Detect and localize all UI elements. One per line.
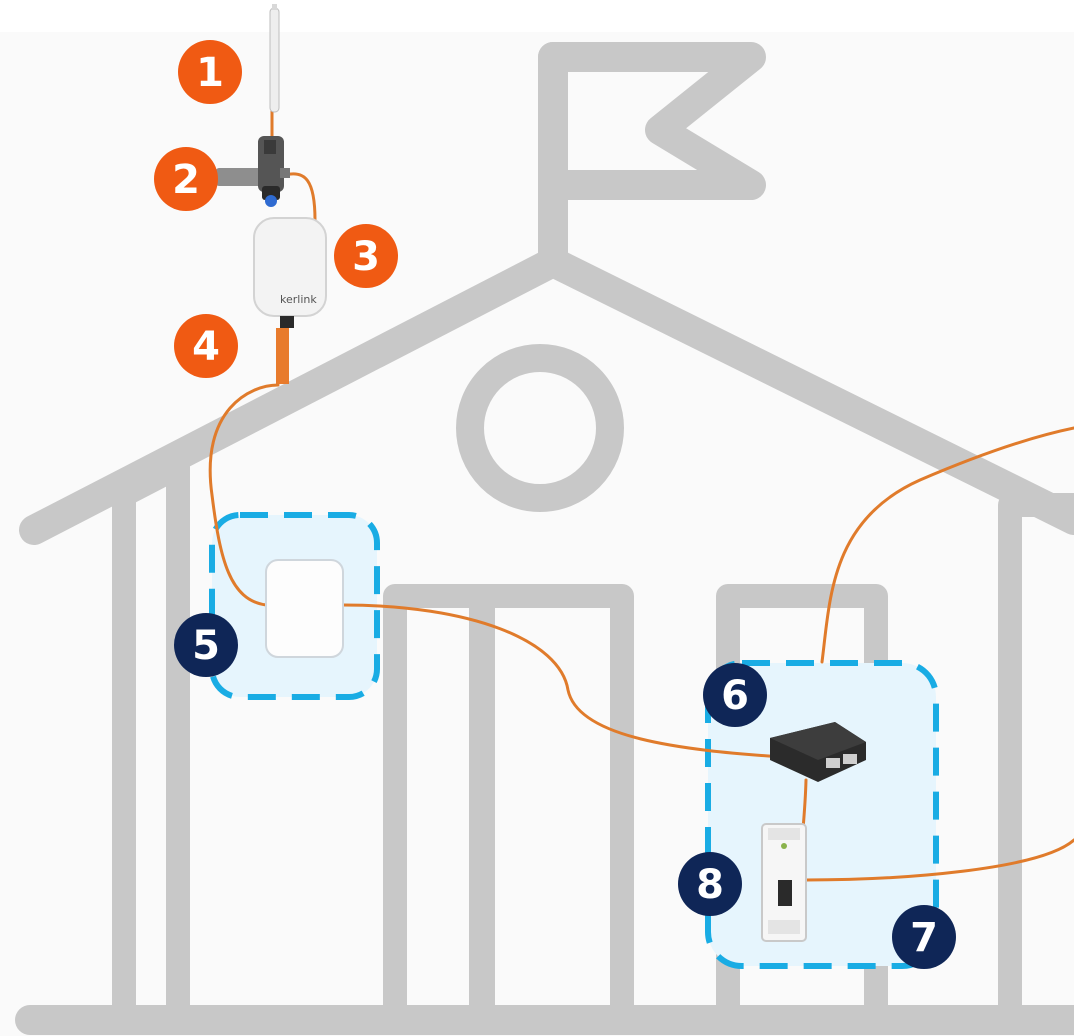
badge-4-circle [174,314,238,378]
cable-gateway-accesspoint [208,383,280,607]
badge-8-label: 8 [696,862,724,908]
poe-injector-icon [770,722,866,782]
badge-1: 1 [178,40,242,104]
badge-6-circle [703,663,767,727]
badge-2-circle [154,147,218,211]
badge-4-label: 4 [192,324,220,370]
badge-2-label: 2 [172,157,200,203]
cable-accesspoint-poe [341,603,784,759]
badge-6-label: 6 [721,673,749,719]
badge-4: 4 [174,314,238,378]
badge-6: 6 [703,663,767,727]
badge-5-circle [174,613,238,677]
surge-arrester-icon [216,136,290,207]
roof-window [456,344,624,512]
gateway-icon: kerlink [253,217,327,328]
badge-7-label: 7 [910,915,938,961]
left-wing-wall [112,455,190,1032]
badge-1-label: 1 [196,50,224,96]
gateway-brand-label: kerlink [280,293,317,306]
badge-2: 2 [154,147,218,211]
badge-7: 7 [892,905,956,969]
flag [538,42,766,200]
cable-breaker-right [804,838,1074,882]
badge-3-circle [334,224,398,288]
badge-3-label: 3 [352,234,380,280]
badge-7-circle [892,905,956,969]
badge-8: 8 [678,852,742,916]
badge-3: 3 [334,224,398,288]
center-door [469,584,634,1032]
access-point-icon [265,559,344,658]
badge-8-circle [678,852,742,916]
badge-5: 5 [174,613,238,677]
badge-5-label: 5 [192,623,220,669]
cable-arrester-gateway [283,172,317,222]
cable-connector-icon [276,328,289,384]
circuit-breaker-icon [761,823,807,942]
badge-1-circle [178,40,242,104]
antenna-icon [269,4,280,113]
cable-zone-top-right [820,426,1074,664]
right-wing-wall [998,493,1074,1032]
